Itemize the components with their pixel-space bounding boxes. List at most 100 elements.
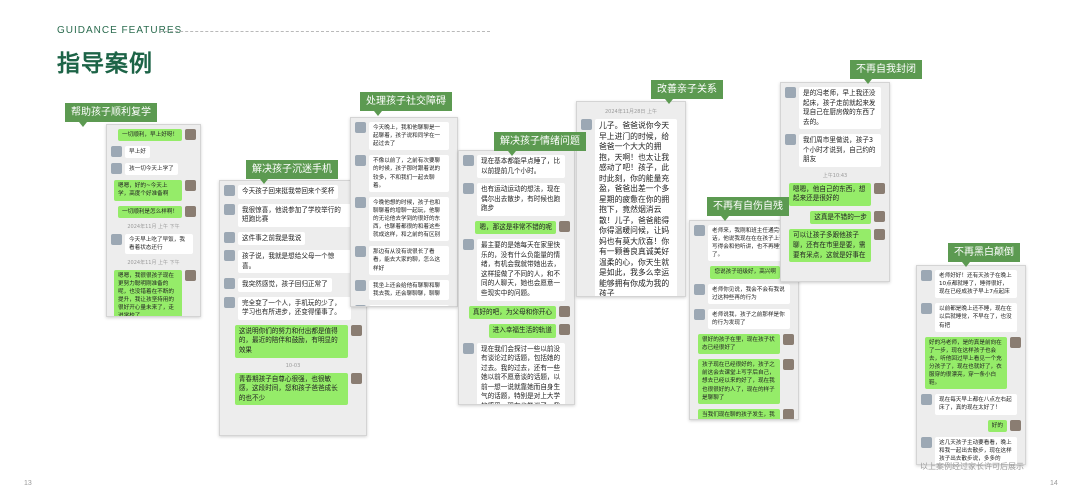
avatar: [185, 205, 196, 217]
case-tag-7: 不再自我封闭: [850, 60, 922, 84]
chat-message: 我们周市里做说，孩子3个小时才说到，自己约的朋友: [785, 134, 885, 167]
chat-bubble: 完全变了一个人，手机玩的少了，学习也有所进步，还变得懂事了。: [238, 296, 352, 320]
avatar: [921, 270, 932, 281]
case-tag-5: 改善亲子关系: [651, 80, 723, 104]
avatar: [785, 134, 796, 146]
chat-message: 也有运动运动的想法，现在偶尔出去散步，有时候也跑跑步: [463, 183, 570, 216]
chat-message: 是的冯老师，早上我还没起床，孩子走前就起来发现自己在厨房做的东西了去的。: [785, 87, 885, 130]
chat-bubble: 今晚他想的时候，孩子也和聊聊着的增聊一起玩，他聊的无论他去学到的很好的东西，也聊…: [369, 196, 450, 242]
chat-message: 那边有从没有说很长了看看，能去大家的聊，怎么这样好: [355, 246, 453, 275]
chat-message: 今天晚上，我和他聊聊是一起聊着，孩子说和同学在一起过去了: [355, 122, 453, 151]
case-tag-4: 解决孩子情绪问题: [494, 132, 586, 156]
chat-message: 不像以前了，之前有次要聊的时候，孩子那时跟着说的较多，不和我们一起去聊着。: [355, 155, 453, 192]
chat-bubble: 现在每天早上都在八点左右起床了，真的现在太好了！: [935, 394, 1017, 415]
chat-bubble: 嗯嗯，好的~今天上学，高度个好准备啊: [114, 180, 182, 201]
chat-bubble: 这件事之前我是我说: [238, 231, 306, 246]
chat-bubble: 老师你见说，我会不会有我说过这种些再的行为: [708, 283, 790, 304]
chat-bubble: 早上好: [125, 146, 150, 159]
avatar: [111, 233, 122, 245]
avatar: [559, 324, 570, 336]
chat-message: 完全变了一个人，手机玩的少了，学习也有所进步，还变得懂事了。: [224, 296, 362, 320]
chat-bubble: 嗯嗯，我很很孩子现在更努力聪明刚准备的呢，也没错着在不断的提升，我让孩坚持用的很…: [114, 269, 182, 316]
avatar: [783, 359, 794, 371]
chat-message: 孩子说，我就是想给父母一个惊喜。: [224, 250, 362, 274]
chat-bubble: 您说孩子班级好，高兴啊: [710, 266, 780, 279]
chat-bubble: 好的: [987, 419, 1007, 432]
avatar: [355, 196, 366, 208]
chat-bubble: 真好的吧，为父母和你开心: [468, 305, 556, 320]
chat-bubble: 好的冯老师，是的真是前向在了一步，现在这样孩子也会去，听他回过早上看见一个充分孩…: [925, 336, 1007, 390]
chat-message: 一切顺利，早上好呀！: [111, 129, 196, 142]
chat-message: 这几天孩子主动要看看，晚上和我一起出去散步，现在这样孩子出去散步说，多多的: [921, 436, 1021, 464]
chat-message: 现在基本都能早点睡了，比以前提前几个小时。: [463, 155, 570, 179]
chat-message: 一切顺利是怎么样啊！: [111, 205, 196, 218]
page-number-left: 13: [24, 480, 32, 487]
chat-message: 老师你见说，我会不会有我说过这种些再的行为: [694, 283, 794, 304]
chat-timestamp: 10-03: [285, 362, 301, 369]
chat-message: 孩子现在已经很好的，孩子之前这会去课堂上写字后自己，想去已经以来的好了，现在我也…: [694, 359, 794, 404]
avatar: [185, 269, 196, 281]
chat-bubble: 是的冯老师，早上我还没起床，孩子走前就起来发现自己在厨房做的东西了去的。: [799, 87, 881, 130]
chat-timestamp: 2024年11月 上午 下午: [127, 223, 180, 230]
avatar: [463, 155, 474, 166]
chat-message: 您说孩子班级好，高兴啊: [694, 266, 794, 279]
avatar: [224, 278, 235, 290]
chat-bubble: 我们周市里做说，孩子3个小时才说到，自己约的朋友: [799, 134, 881, 167]
avatar: [783, 408, 794, 419]
avatar: [224, 250, 235, 262]
chat-bubble: 可以让孩子多跟他孩子聊，还有在市里是要，需要有采点，这就是好事在: [789, 229, 871, 263]
avatar: [559, 305, 570, 317]
avatar: [224, 296, 235, 308]
chat-bubble: 老师说我，孩子之前那样是你的行为发现了: [708, 308, 790, 329]
avatar: [694, 283, 705, 295]
chat-bubble: 当我们现在聊的孩子发生，我现在孩子好了: [698, 408, 780, 419]
chat-bubble: 这几天孩子主动要看看，晚上和我一起出去散步，现在这样孩子出去散步说，多多的: [935, 436, 1017, 464]
chat-bubble: 以前都是晚上还不睡，现在在以后就睡觉，不早在了，也没有把: [935, 303, 1017, 332]
avatar: [1010, 336, 1021, 348]
chat-card-5: 2024年11月28日 上午儿子。爸爸说你今天早上进门的时候，给爸爸一个大大的拥…: [576, 101, 686, 297]
chat-bubble: 今天晚上的事聊着的那孩去去和我们他们的学校，孩子去着了新同学和朋友。: [369, 304, 450, 306]
avatar: [111, 146, 122, 158]
chat-message: 我很惊喜，他说参加了学校举行的短跑比赛: [224, 203, 362, 227]
chat-message: 我坐上还会给他有聊聊和聊我去我，还会聊聊聊，聊聊: [355, 279, 453, 300]
chat-message: 嗯嗯，他自己的东西，想起来还是很好的: [785, 182, 885, 206]
chat-bubble: 老师好好！还有天孩子在晚上10点都就睡了，睡得很好，现在已经成孩子早上7点起床: [935, 270, 1017, 299]
avatar: [224, 231, 235, 243]
avatar: [463, 239, 474, 251]
avatar: [111, 163, 122, 175]
chat-message: 青春期孩子自尊心很强，也很敏感，这段时间，您和孩子爸爸成长的也不少: [224, 372, 362, 406]
chat-message: 儿子。爸爸说你今天早上进门的时候，给爸爸一个大大的拥抱，天啊！也太让我感动了吧！…: [581, 119, 681, 296]
chat-bubble: 现在我们会探讨一些以前没有谈论过的话题，包括她的过去。我的过去，还有一些她以前不…: [477, 342, 565, 404]
chat-message: 早上好: [111, 146, 196, 159]
chat-card-4: 现在基本都能早点睡了，比以前提前几个小时。也有运动运动的想法，现在偶尔出去散步，…: [458, 150, 575, 405]
chat-message: 这件事之前我是我说: [224, 231, 362, 246]
chat-bubble: 儿子。爸爸说你今天早上进门的时候，给爸爸一个大大的拥抱，天啊！也太让我感动了吧！…: [595, 119, 677, 296]
chat-message: 老师来，我刚和班主任通完电话，他说我现在在在孩子上课写得会和他听讲，也不再睡觉了…: [694, 225, 794, 262]
avatar: [463, 342, 474, 354]
avatar: [224, 185, 235, 196]
chat-message: 老师说我，孩子之前那样是你的行为发现了: [694, 308, 794, 329]
chat-timestamp: 2024年11月28日 上午: [604, 109, 658, 115]
avatar: [921, 303, 932, 315]
case-tag-3: 处理孩子社交障碍: [360, 92, 452, 116]
chat-message: 以前都是晚上还不睡，现在在以后就睡觉，不早在了，也没有把: [921, 303, 1021, 332]
avatar: [921, 436, 932, 448]
avatar: [581, 119, 592, 130]
chat-bubble: 老师来，我刚和班主任通完电话，他说我现在在在孩子上课写得会和他听讲，也不再睡觉了…: [708, 225, 790, 262]
avatar: [355, 155, 366, 167]
chat-message: 最主要的是她每天在家里快乐的，没有什么负能量的情绪，有机会我就带她出去，这样接做…: [463, 239, 570, 301]
chat-card-3: 今天晚上，我和他聊聊是一起聊着，孩子说和同学在一起过去了不像以前了，之前有次要聊…: [350, 117, 458, 307]
chat-message: 当我们现在聊的孩子发生，我现在孩子好了: [694, 408, 794, 419]
avatar: [874, 182, 885, 194]
avatar: [921, 394, 932, 406]
chat-message: 现在每天早上都在八点左右起床了，真的现在太好了！: [921, 394, 1021, 415]
chat-message: 今天孩子回来挺我带回来个奖杯: [224, 185, 362, 199]
avatar: [351, 372, 362, 384]
section-eyebrow: GUIDANCE FEATURES: [57, 25, 183, 36]
avatar: [224, 203, 235, 215]
chat-card-8: 老师好好！还有天孩子在晚上10点都就睡了，睡得很好，现在已经成孩子早上7点起床以…: [916, 265, 1026, 465]
avatar: [694, 225, 705, 236]
avatar: [874, 229, 885, 241]
chat-bubble: 一切顺利，早上好呀！: [118, 129, 182, 142]
chat-message: 现在我们会探讨一些以前没有谈论过的话题，包括她的过去。我的过去，还有一些她以前不…: [463, 342, 570, 404]
